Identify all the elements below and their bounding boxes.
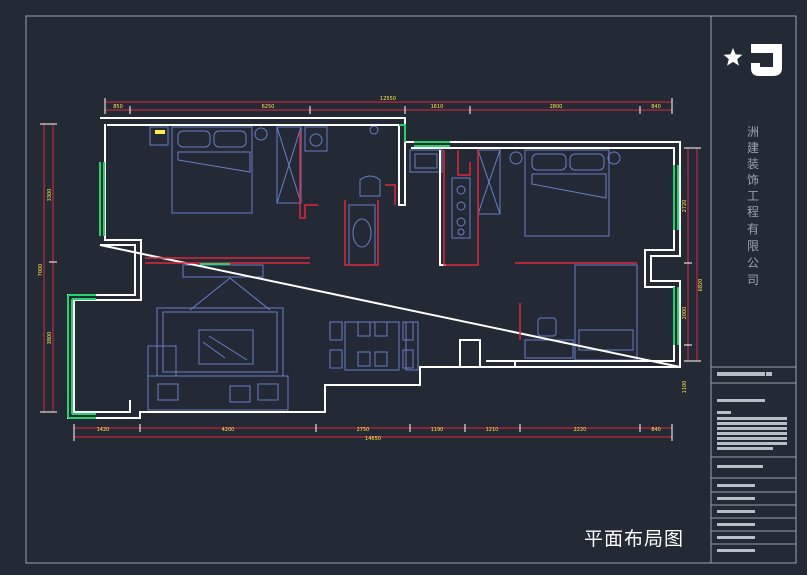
star-icon — [723, 48, 743, 66]
dim-bottom-seg: 2750 — [357, 427, 370, 433]
dim-top-seg: 2800 — [550, 104, 563, 110]
dim-left-seg: 3300 — [47, 189, 53, 202]
company-name-char: 装 — [747, 157, 759, 171]
company-name-char: 司 — [747, 273, 759, 287]
dim-top-total: 12550 — [380, 96, 396, 102]
dimension-lines — [43, 101, 698, 438]
dim-left-total: 7000 — [38, 264, 44, 277]
company-name-char: 公 — [747, 256, 759, 270]
windows-layer — [67, 124, 679, 419]
zj-monogram-icon — [751, 44, 782, 76]
window — [99, 162, 105, 236]
dim-top-seg: 840 — [651, 104, 661, 110]
dim-bottom-total: 14650 — [365, 436, 381, 442]
company-name-char: 工 — [747, 189, 759, 203]
sofa — [147, 345, 289, 411]
bed-right — [524, 149, 610, 237]
dim-bottom-seg: 1210 — [486, 427, 499, 433]
bed-left — [171, 126, 253, 214]
dim-top-seg: 1610 — [431, 104, 444, 110]
dimension-ticks — [40, 98, 701, 441]
window — [399, 124, 406, 142]
stove — [451, 177, 471, 239]
company-name-char: 洲 — [747, 125, 759, 139]
wardrobe-left — [276, 126, 302, 204]
outer-wall — [67, 117, 681, 419]
bathtub — [348, 204, 376, 266]
dim-bottom-seg: 840 — [651, 427, 661, 433]
company-name-char: 建 — [747, 141, 759, 155]
washing-machine — [304, 126, 328, 152]
company-name-char: 限 — [747, 239, 759, 253]
dim-right-seg: 2000 — [682, 307, 688, 320]
kitchen-sink — [409, 149, 443, 173]
furniture-layer — [147, 125, 638, 411]
drawing-title: 平面布局图 — [584, 528, 685, 550]
window — [67, 294, 96, 419]
company-name-char: 饰 — [747, 173, 759, 187]
company-name: 洲 建 装 饰 工 程 有 限 公 司 — [747, 125, 759, 287]
company-name-char: 有 — [747, 222, 759, 236]
dining-table — [329, 321, 419, 371]
outer-frame — [25, 15, 797, 564]
dim-bottom-seg: 1190 — [431, 427, 444, 433]
title-block-placeholders — [717, 372, 787, 552]
dim-right-total: 6820 — [698, 279, 704, 292]
dim-right-seg: 1100 — [682, 381, 688, 394]
window-lintel — [200, 263, 230, 265]
walls-layer — [67, 117, 681, 419]
window — [673, 165, 679, 230]
title-block — [711, 366, 796, 545]
company-logo — [723, 44, 782, 76]
window — [673, 287, 679, 345]
wardrobe-right — [477, 149, 501, 215]
dimension-labels: 12550 850 6250 1610 2800 840 1420 4200 2… — [38, 96, 704, 442]
dim-right-seg: 2720 — [682, 200, 688, 213]
window — [414, 141, 450, 147]
dim-bottom-seg: 1420 — [97, 427, 110, 433]
dim-bottom-seg: 4200 — [222, 427, 235, 433]
dim-left-seg: 3800 — [47, 332, 53, 345]
dim-bottom-seg: 2220 — [574, 427, 587, 433]
company-name-char: 程 — [747, 204, 759, 219]
dim-top-seg: 6250 — [262, 104, 275, 110]
lamp-marker — [155, 130, 165, 134]
dim-top-seg: 850 — [113, 104, 123, 110]
